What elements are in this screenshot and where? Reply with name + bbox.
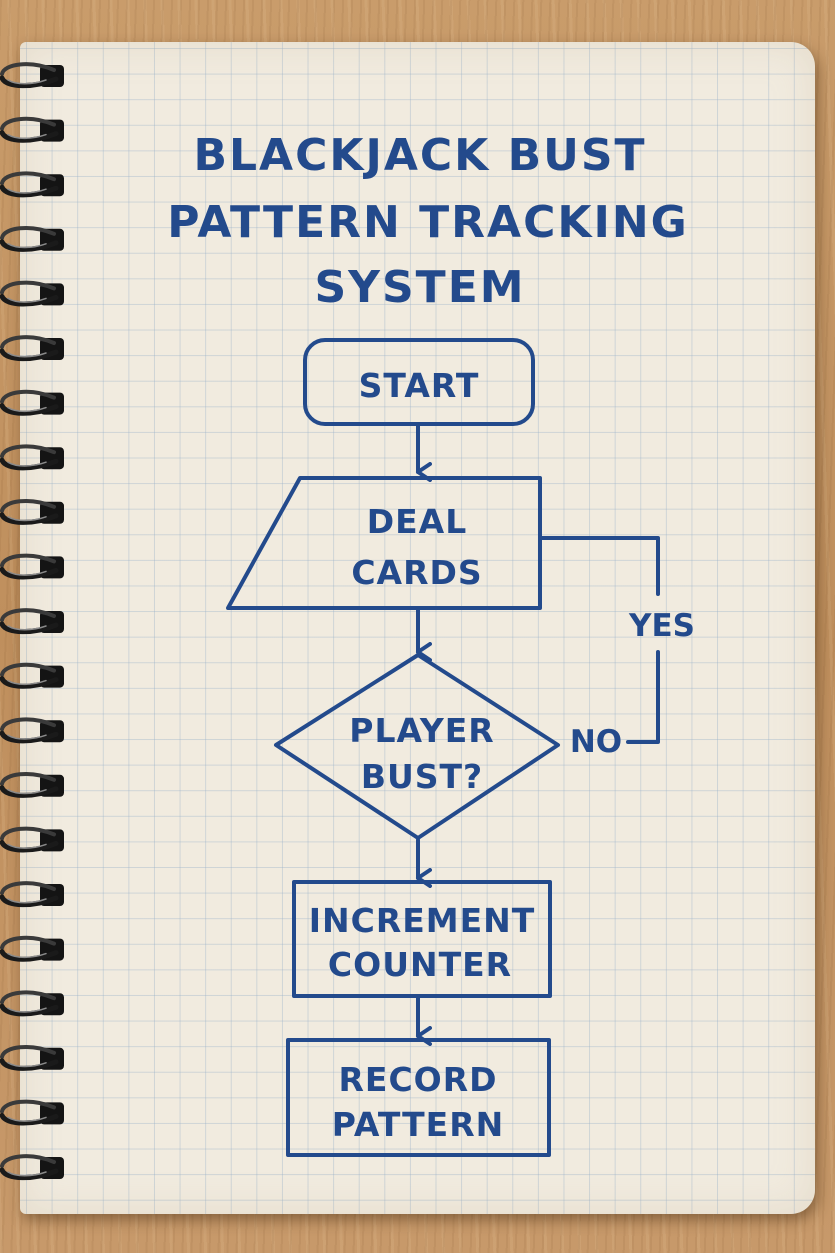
binding-ring: [0, 935, 64, 962]
player-bust-label-line-2: BUST?: [361, 757, 483, 796]
binding-ring: [0, 62, 64, 89]
diagram-title: BLACKJACK BUST PATTERN TRACKING SYSTEM: [167, 130, 689, 313]
title-line-2: PATTERN TRACKING: [167, 197, 689, 248]
binding-ring: [0, 1045, 64, 1071]
increment-counter-label-line-2: COUNTER: [328, 945, 512, 984]
node-player-bust: PLAYER BUST?: [274, 653, 560, 840]
spiral-binding: [0, 62, 64, 1181]
binding-ring: [0, 116, 64, 143]
binding-ring: [0, 662, 64, 689]
binding-ring: [0, 608, 64, 635]
binding-ring: [0, 990, 64, 1017]
binding-ring: [0, 389, 64, 416]
deal-cards-label-line-2: CARDS: [351, 553, 482, 592]
binding-ring: [0, 226, 64, 252]
title-line-1: BLACKJACK BUST: [193, 130, 646, 181]
binding-ring: [0, 444, 64, 471]
edges: YES NO: [416, 423, 695, 1046]
record-pattern-label-line-1: RECORD: [338, 1060, 497, 1099]
title-line-3: SYSTEM: [314, 262, 525, 313]
binding-ring: [0, 1099, 64, 1126]
start-label: START: [359, 366, 480, 405]
record-pattern-label-line-2: PATTERN: [332, 1105, 504, 1144]
binding-ring: [0, 499, 64, 525]
binding-ring: [0, 717, 64, 744]
deal-cards-label-line-1: DEAL: [367, 502, 468, 541]
binding-ring: [0, 772, 64, 798]
edge-loop-upper-segment: [540, 536, 660, 596]
binding-ring: [0, 553, 64, 580]
binding-ring: [0, 1154, 64, 1181]
binding-ring: [0, 335, 64, 362]
edge-label-yes: YES: [628, 608, 695, 644]
player-bust-label-line-1: PLAYER: [349, 711, 494, 750]
node-deal-cards: DEAL CARDS: [226, 476, 542, 610]
deal-cards-io-shape: [226, 476, 542, 610]
node-increment-counter: INCREMENT COUNTER: [292, 880, 552, 998]
binding-ring: [0, 826, 64, 853]
binding-ring: [0, 881, 64, 908]
binding-ring: [0, 280, 64, 307]
edge-label-no: NO: [570, 724, 622, 760]
edge-loop-lower-segment: [626, 650, 660, 744]
node-record-pattern: RECORD PATTERN: [286, 1038, 551, 1157]
increment-counter-label-line-1: INCREMENT: [309, 901, 536, 940]
binding-ring: [0, 171, 64, 198]
node-start: START: [303, 338, 535, 426]
